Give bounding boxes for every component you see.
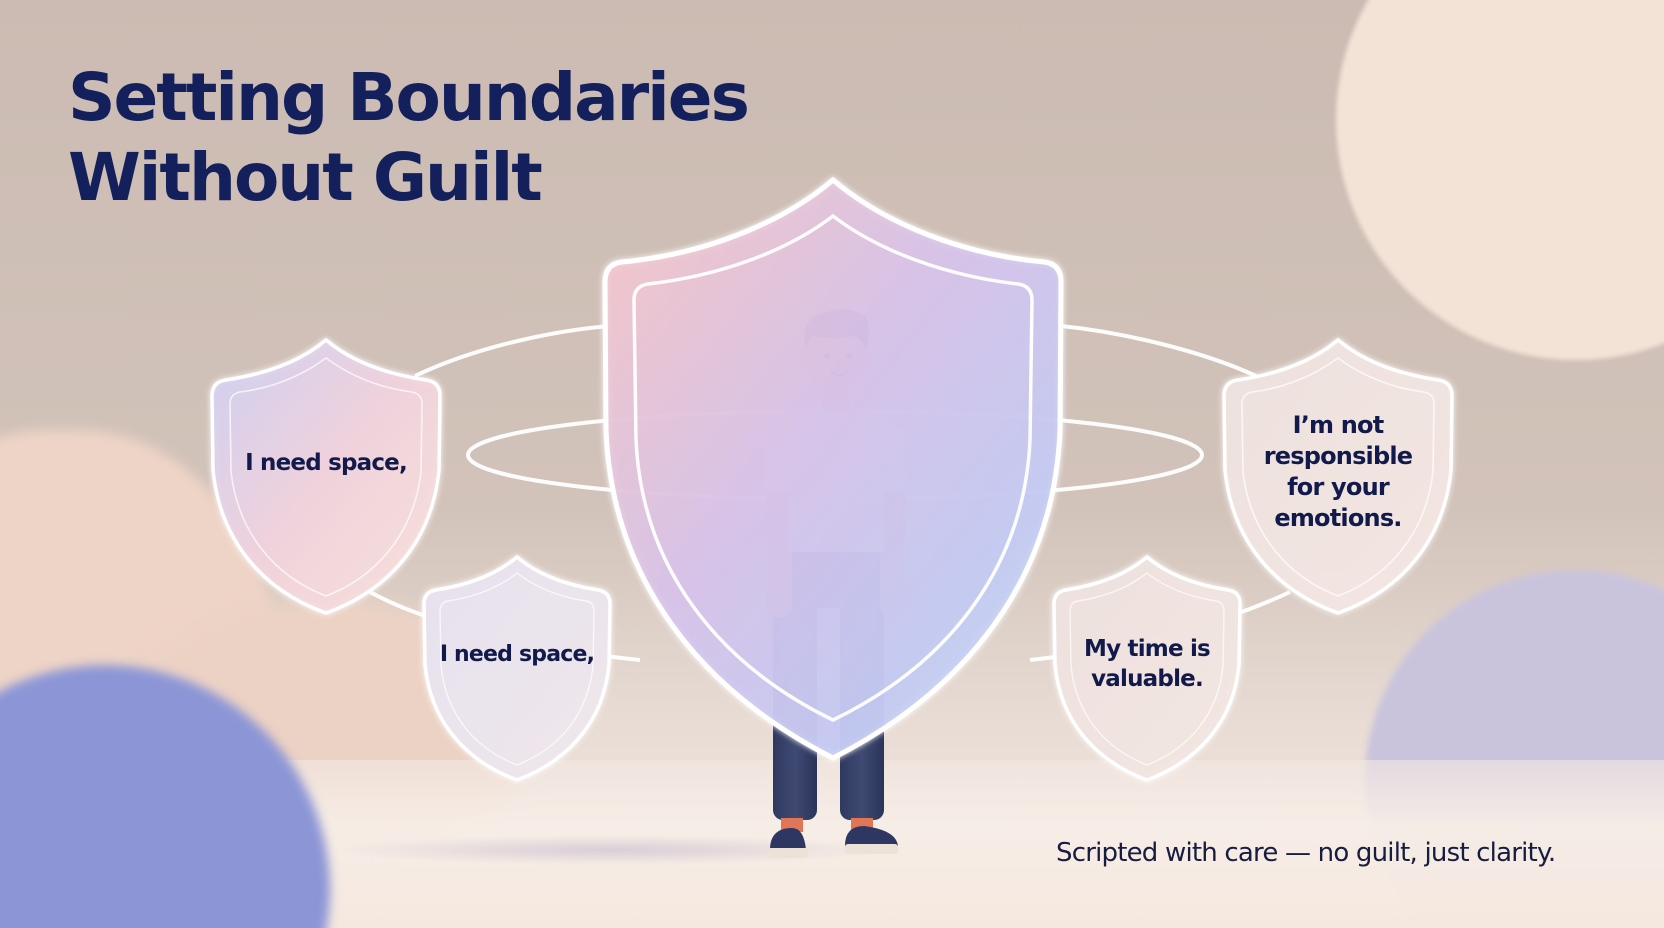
shield-left-bottom-text: I need space, bbox=[439, 642, 595, 667]
shield-right-top-icon bbox=[1222, 337, 1454, 615]
shield-right-top-line-4: emotions. bbox=[1274, 504, 1402, 532]
shield-right-bottom-icon bbox=[1052, 554, 1242, 782]
title-line-2: Without Guilt bbox=[68, 139, 543, 216]
shield-left-top-text: I need space, bbox=[245, 450, 408, 476]
shield-right-top-text: I’m not responsible for your emotions. bbox=[1224, 410, 1452, 534]
page-title: Setting Boundaries Without Guilt bbox=[68, 58, 750, 218]
center-shield-icon bbox=[602, 176, 1064, 761]
title-line-1: Setting Boundaries bbox=[68, 59, 750, 136]
shield-right-top-line-3: for your bbox=[1287, 473, 1390, 501]
shield-right-top-line-2: responsible bbox=[1263, 442, 1413, 470]
shield-right-bottom-line-2: valuable. bbox=[1091, 666, 1204, 692]
shield-left-bottom-icon bbox=[422, 554, 612, 782]
shield-right-bottom-text: My time is valuable. bbox=[1054, 634, 1240, 694]
shield-right-bottom-line-1: My time is bbox=[1084, 636, 1211, 662]
shield-right-top-line-1: I’m not bbox=[1292, 411, 1385, 439]
footer-caption: Scripted with care — no guilt, just clar… bbox=[1056, 838, 1556, 868]
shield-left-top-icon bbox=[210, 337, 442, 615]
